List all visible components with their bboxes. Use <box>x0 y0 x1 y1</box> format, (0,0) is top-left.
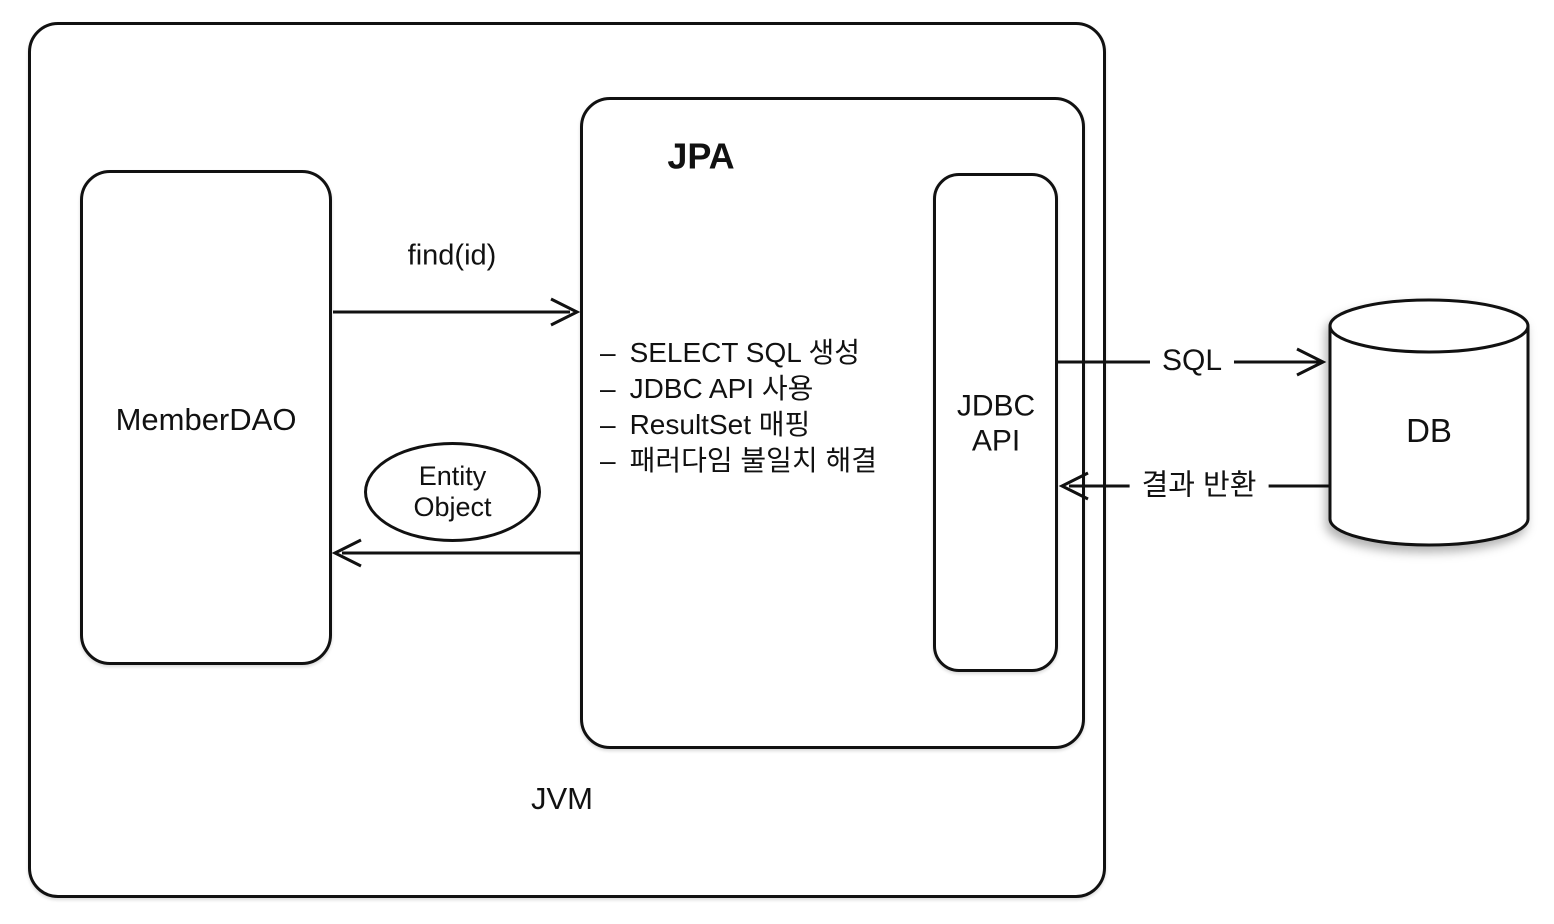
jpa-title: JPA <box>667 135 735 177</box>
find-arrow-label: find(id) <box>407 239 497 272</box>
jdbc-api-label: JDBC API <box>956 389 1036 458</box>
jpa-feature-item: – JDBC API 사용 <box>600 371 877 407</box>
member-dao-box <box>80 170 332 665</box>
bullet-dash: – <box>600 337 616 368</box>
jpa-feature-text: 패러다임 불일치 해결 <box>629 445 877 476</box>
jpa-feature-item: – 패러다임 불일치 해결 <box>600 443 877 479</box>
bullet-dash: – <box>600 445 616 476</box>
db-label: DB <box>1406 412 1452 450</box>
jpa-feature-item: – ResultSet 매핑 <box>600 407 877 443</box>
jpa-feature-text: JDBC API 사용 <box>629 373 814 404</box>
jdbc-api-box <box>933 173 1058 672</box>
member-dao-label: MemberDAO <box>115 402 297 438</box>
jpa-feature-item: – SELECT SQL 생성 <box>600 335 877 371</box>
sql-arrow-label: SQL <box>1149 341 1235 381</box>
jvm-label: JVM <box>531 781 593 817</box>
jpa-feature-text: ResultSet 매핑 <box>629 409 811 440</box>
bullet-dash: – <box>600 373 616 404</box>
entity-object-ellipse: Entity Object <box>364 442 541 542</box>
jpa-feature-text: SELECT SQL 생성 <box>629 337 861 368</box>
bullet-dash: – <box>600 409 616 440</box>
result-arrow-label: 결과 반환 <box>1129 467 1269 505</box>
entity-object-label: Entity Object <box>413 461 492 522</box>
jpa-feature-list: – SELECT SQL 생성 – JDBC API 사용 – ResultSe… <box>600 335 877 479</box>
